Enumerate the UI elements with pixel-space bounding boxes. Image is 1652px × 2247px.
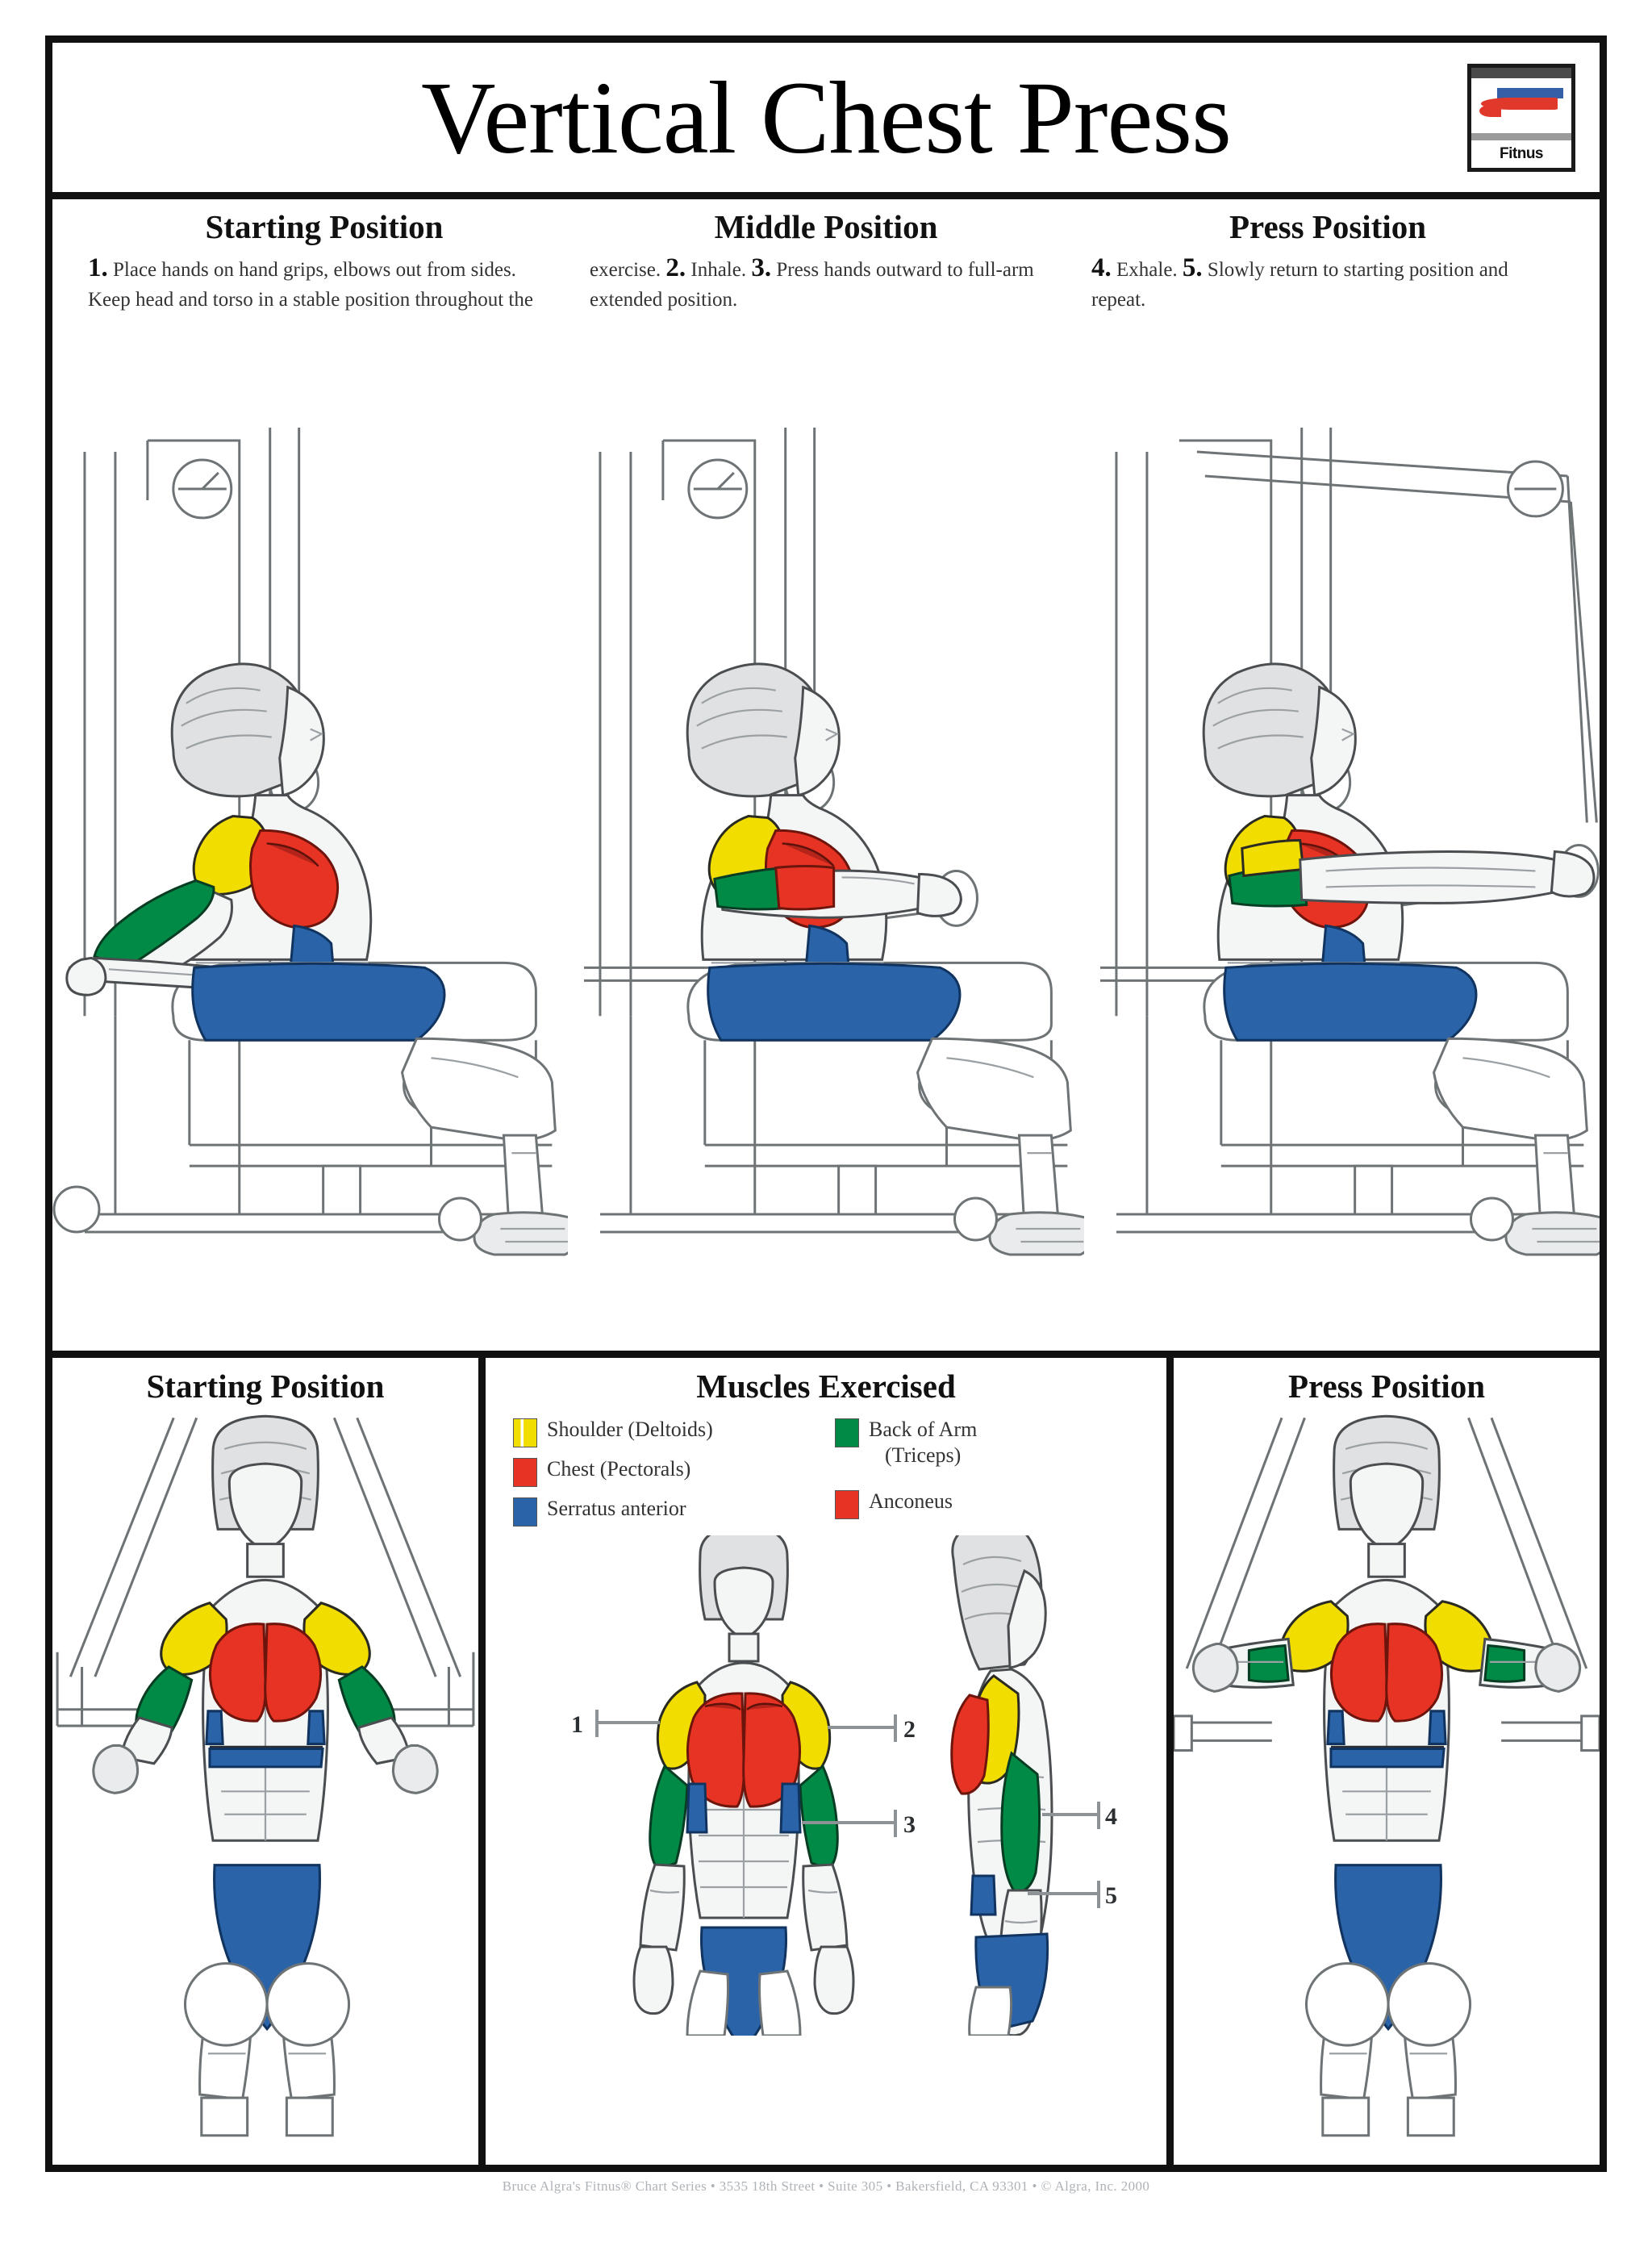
step-text-5: Slowly return to starting position and r…: [1091, 259, 1508, 311]
step-number-5: 5.: [1182, 253, 1203, 282]
instruction-column-starting: Starting Position 1. Place hands on hand…: [73, 211, 575, 343]
title-bar: Vertical Chest Press Fitnus: [52, 43, 1600, 199]
panel-press-position-front: Press Position: [1174, 1358, 1600, 2165]
step-text-2: Inhale.: [690, 259, 747, 281]
instruction-body-middle: exercise. 2. Inhale. 3. Press hands outw…: [590, 251, 1062, 313]
main-illustration-row: [52, 343, 1600, 1358]
callout-2: 2: [828, 1714, 916, 1743]
bottom-heading-muscles: Muscles Exercised: [696, 1368, 956, 1405]
step-number-1: 1.: [88, 253, 108, 282]
footer: Bruce Algra's Fitnus® Chart Series • 353…: [45, 2178, 1607, 2227]
legend-label-chest: Chest (Pectorals): [547, 1457, 691, 1481]
step-number-3: 3.: [751, 253, 772, 282]
exerciser-figure-press: [1202, 662, 1600, 1256]
callout-number-2: 2: [903, 1716, 916, 1743]
legend-label-serratus: Serratus anterior: [547, 1497, 686, 1521]
legend-item-anconeus: Anconeus: [835, 1489, 1139, 1520]
legend-item-shoulder: Shoulder (Deltoids): [513, 1417, 817, 1448]
callout-number-3: 3: [903, 1811, 916, 1838]
bottom-row: Starting Position: [52, 1358, 1600, 2165]
instruction-heading-middle: Middle Position: [714, 208, 938, 245]
instruction-body-starting: 1. Place hands on hand grips, elbows out…: [88, 251, 561, 313]
press-position-svg: [1099, 428, 1600, 1256]
legend-label-triceps: Back of Arm(Triceps): [869, 1417, 977, 1468]
swatch-serratus-blue: [513, 1497, 537, 1527]
callout-5: 5: [1028, 1881, 1117, 1909]
illustration-press-position: [1084, 343, 1600, 1351]
legend-column-right: Back of Arm(Triceps) Anconeus: [835, 1417, 1139, 1535]
fitnus-logo: Fitnus: [1467, 64, 1575, 172]
instruction-column-press: Press Position 4. Exhale. 5. Slowly retu…: [1077, 211, 1579, 343]
swatch-pectoral-red: [513, 1458, 537, 1488]
legend-label-anconeus: Anconeus: [869, 1489, 953, 1514]
instruction-body-press: 4. Exhale. 5. Slowly return to starting …: [1091, 251, 1564, 313]
callout-number-5: 5: [1105, 1882, 1117, 1909]
callout-number-1: 1: [571, 1711, 583, 1738]
bottom-heading-starting: Starting Position: [146, 1368, 385, 1405]
step-text-3: Press hands outward to full-arm extended…: [590, 259, 1034, 311]
step-text-4: Exhale.: [1116, 259, 1178, 281]
instruction-column-middle: Middle Position exercise. 2. Inhale. 3. …: [575, 211, 1077, 343]
legend-item-serratus: Serratus anterior: [513, 1496, 817, 1527]
callout-number-4: 4: [1105, 1803, 1117, 1830]
instruction-heading-starting: Starting Position: [205, 208, 444, 245]
legend-column-left: Shoulder (Deltoids) Chest (Pectorals) Se…: [513, 1417, 817, 1535]
muscle-anatomy-svg: 1 2 3: [571, 1520, 1117, 2054]
callout-4: 4: [1042, 1802, 1117, 1830]
exerciser-figure-front-press: [1191, 1414, 1582, 2137]
legend-label-triceps-main: Back of Arm: [869, 1418, 978, 1442]
step-number-4: 4.: [1091, 253, 1112, 282]
step-lead-middle: exercise.: [590, 259, 661, 281]
muscle-legend: Shoulder (Deltoids) Chest (Pectorals) Se…: [486, 1404, 1166, 1535]
logo-divider: [1471, 133, 1571, 140]
legend-item-chest: Chest (Pectorals): [513, 1456, 817, 1488]
middle-position-svg: [584, 428, 1092, 1256]
press-position-front-svg: [1174, 1414, 1600, 2137]
swatch-deltoid-yellow: [513, 1418, 537, 1448]
poster-frame: Vertical Chest Press Fitnus Starting Pos…: [45, 36, 1607, 2172]
instruction-heading-press: Press Position: [1229, 208, 1427, 245]
page-title: Vertical Chest Press: [421, 60, 1232, 175]
bottom-heading-press: Press Position: [1287, 1368, 1486, 1405]
step-text-1: Place hands on hand grips, elbows out fr…: [88, 259, 533, 311]
starting-position-svg: [52, 428, 577, 1256]
machine-arms-front-press: [1174, 1417, 1600, 1752]
callout-1: 1: [571, 1710, 660, 1738]
anatomy-front-view: [632, 1524, 855, 2054]
legend-item-triceps: Back of Arm(Triceps): [835, 1417, 1139, 1468]
panel-starting-position-front: Starting Position: [52, 1358, 486, 2165]
anatomy-side-view: [950, 1520, 1053, 2037]
legend-label-triceps-sub: (Triceps): [884, 1443, 962, 1467]
instructions-row: Starting Position 1. Place hands on hand…: [52, 199, 1600, 343]
footer-credit-text: Bruce Algra's Fitnus® Chart Series • 353…: [502, 2178, 1150, 2194]
swatch-anconeus-red: [835, 1490, 859, 1520]
starting-position-front-svg: [56, 1414, 475, 2137]
exerciser-figure-middle: [686, 662, 1092, 1256]
legend-label-shoulder: Shoulder (Deltoids): [547, 1418, 713, 1442]
illustration-starting-position: [52, 343, 577, 1351]
callout-3: 3: [802, 1810, 916, 1838]
logo-brand-text: Fitnus: [1471, 140, 1571, 168]
logo-blue-stripe: [1497, 88, 1564, 99]
logo-red-tail: [1479, 104, 1502, 117]
step-number-2: 2.: [665, 253, 686, 282]
illustration-middle-position: [568, 343, 1092, 1351]
logo-artwork: [1471, 78, 1571, 133]
logo-top-bar: [1471, 68, 1571, 78]
panel-muscles-exercised: Muscles Exercised Shoulder (Deltoids) Ch…: [486, 1358, 1174, 2165]
exerciser-figure-front: [92, 1414, 439, 2137]
exerciser-figure-starting: [65, 662, 577, 1256]
swatch-triceps-green: [835, 1418, 859, 1448]
